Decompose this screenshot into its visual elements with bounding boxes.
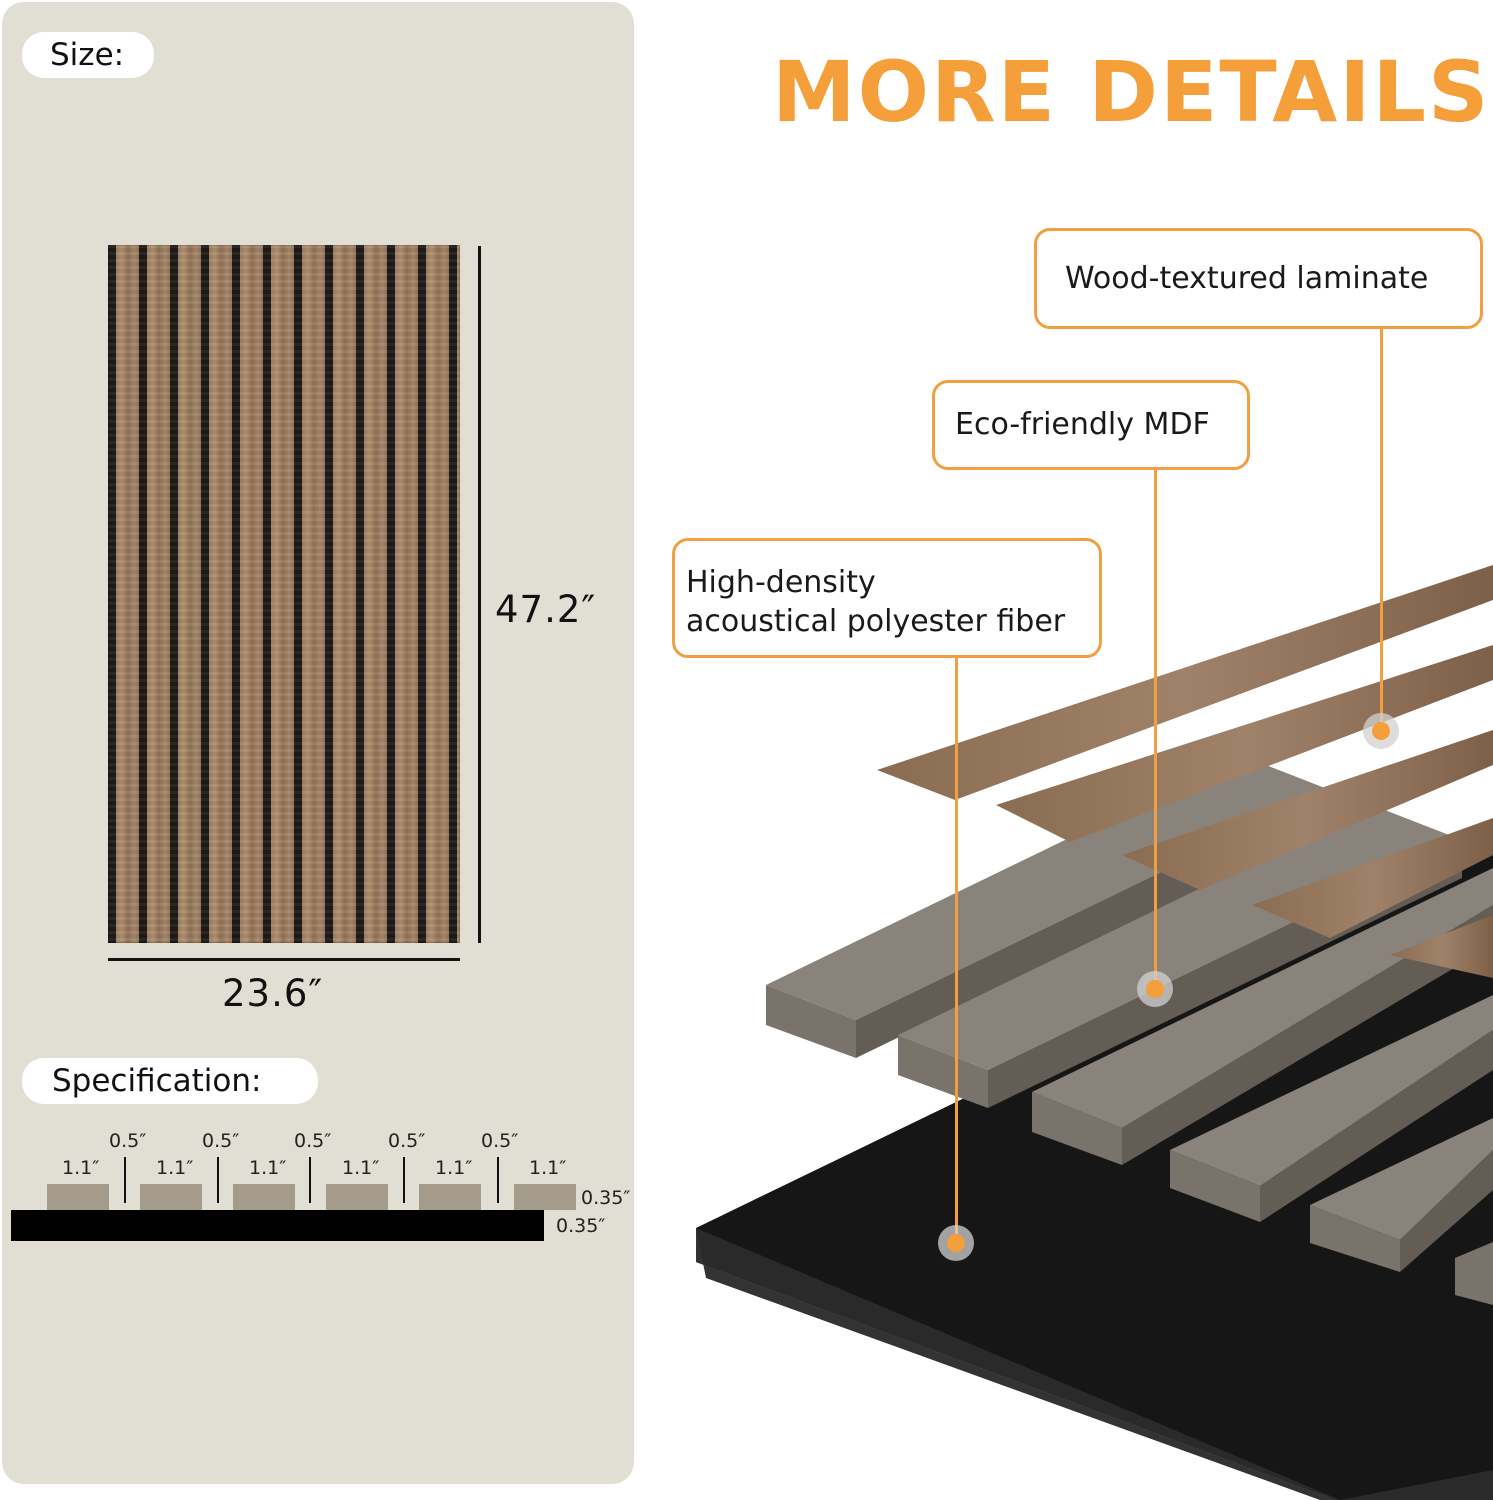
wood-laminate-layer — [877, 565, 1493, 978]
gap-label: 0.5″ — [202, 1130, 240, 1152]
spec-slat — [233, 1184, 295, 1210]
spec-slat — [419, 1184, 481, 1210]
gap-label: 0.5″ — [388, 1130, 426, 1152]
height-dimension-label: 47.2″ — [495, 588, 597, 631]
base-thickness-label: 0.35″ — [556, 1215, 606, 1237]
callout-label: Wood-textured laminate — [1065, 261, 1429, 296]
leader-line — [955, 658, 958, 1243]
height-dimension-line — [478, 246, 481, 943]
leader-line — [1380, 329, 1383, 731]
slat-width-label: 1.1″ — [342, 1157, 380, 1179]
gap-marker — [124, 1157, 126, 1203]
spec-slat — [326, 1184, 388, 1210]
specification-label: Specification: — [22, 1058, 318, 1104]
spec-slat — [47, 1184, 109, 1210]
marker-dot-icon — [938, 1225, 974, 1261]
slat-width-label: 1.1″ — [435, 1157, 473, 1179]
gap-marker — [309, 1157, 311, 1203]
gap-label: 0.5″ — [481, 1130, 519, 1152]
width-dimension-line — [108, 958, 460, 961]
slat-width-label: 1.1″ — [62, 1157, 100, 1179]
spec-slat — [514, 1184, 576, 1210]
gap-marker — [217, 1157, 219, 1203]
slat-width-label: 1.1″ — [529, 1157, 567, 1179]
callout-mdf: Eco-friendly MDF — [932, 380, 1250, 470]
slat-width-label: 1.1″ — [156, 1157, 194, 1179]
spec-slat — [140, 1184, 202, 1210]
callout-wood-laminate: Wood-textured laminate — [1034, 228, 1483, 329]
width-dimension-label: 23.6″ — [222, 972, 324, 1015]
marker-dot-icon — [1137, 971, 1173, 1007]
callout-label: Eco-friendly MDF — [955, 407, 1210, 442]
slat-width-label: 1.1″ — [249, 1157, 287, 1179]
gap-marker — [403, 1157, 405, 1203]
marker-dot-icon — [1363, 713, 1399, 749]
gap-marker — [497, 1157, 499, 1203]
more-details-heading: MORE DETAILS — [772, 43, 1491, 141]
felt-base-bar — [11, 1210, 544, 1241]
gap-label: 0.5″ — [109, 1130, 147, 1152]
leader-line — [1154, 470, 1157, 990]
gap-label: 0.5″ — [294, 1130, 332, 1152]
callout-label-line1: High-density — [686, 565, 876, 600]
callout-polyester-fiber: High-density acoustical polyester fiber — [672, 538, 1102, 658]
slat-thickness-label: 0.35″ — [581, 1187, 631, 1209]
callout-label-line2: acoustical polyester fiber — [686, 604, 1066, 639]
size-label: Size: — [22, 32, 154, 78]
acoustic-panel-illustration — [108, 245, 460, 943]
